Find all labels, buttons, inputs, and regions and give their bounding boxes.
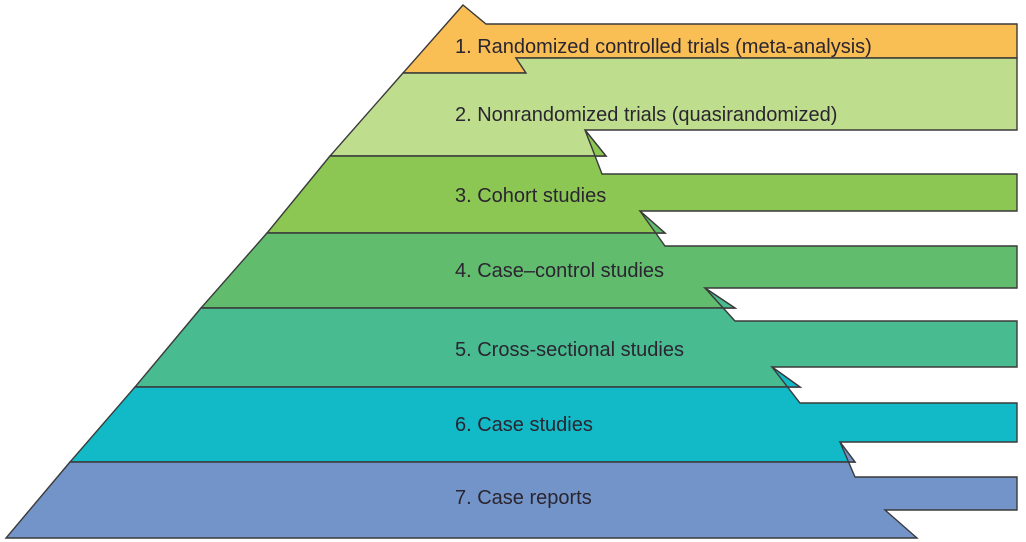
level-5-label: 5. Cross-sectional studies [455,339,684,361]
level-3-label: 3. Cohort studies [455,185,606,207]
pyramid-level-4: 4. Case–control studies [199,210,1018,309]
level-6-label: 6. Case studies [455,414,593,436]
pyramid-level-7: 7. Case reports [4,441,1018,539]
level-4-label: 4. Case–control studies [455,260,664,282]
pyramid-level-2: 2. Nonrandomized trials (quasirandomized… [328,57,1018,157]
level-7-label: 7. Case reports [455,487,592,509]
pyramid-level-5: 5. Cross-sectional studies [133,287,1018,388]
pyramid-level-1: 1. Randomized controlled trials (meta-an… [401,4,1018,74]
level-1-label: 1. Randomized controlled trials (meta-an… [455,36,872,58]
level-2-label: 2. Nonrandomized trials (quasirandomized… [455,104,837,126]
level-7-shape [4,441,1018,539]
